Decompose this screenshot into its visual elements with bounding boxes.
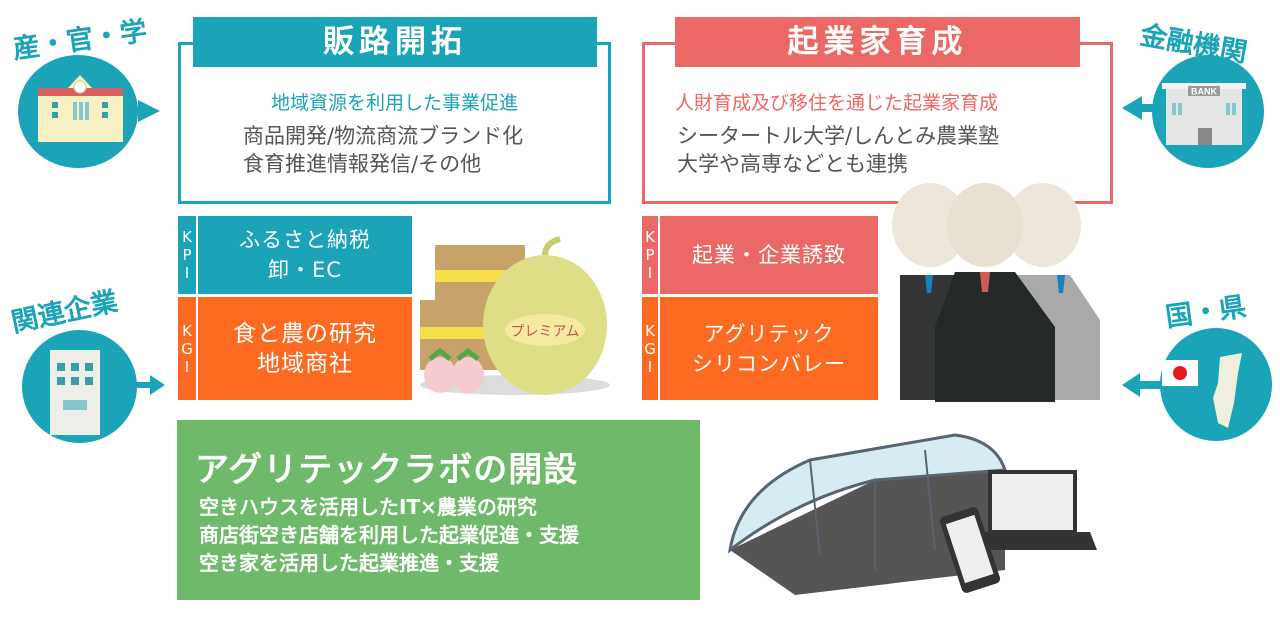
entrepreneur-kgi: アグリテックシリコンバレー [660, 297, 878, 400]
entrepreneur-kgi-line: アグリテック [703, 321, 835, 346]
kpi-letter: K [182, 228, 192, 246]
sales-line: 食育推進情報発信/その他 [243, 152, 482, 176]
sales-line: 商品開発/物流商流ブランド化 [243, 124, 524, 148]
sales-kpi-line: 卸・EC [268, 258, 342, 282]
kgi-letter: I [647, 357, 653, 376]
sales-kgi-line: 食と農の研究 [233, 320, 377, 347]
entrepreneur-line: 大学や高専などとも連携 [677, 152, 908, 176]
businesspeople-illustration [892, 183, 1100, 402]
entrepreneur-line: シータートル大学/しんとみ農業塾 [677, 124, 1000, 148]
lab-line: 空き家を活用した起業推進・支援 [199, 551, 499, 575]
greenhouse-devices-illustration [727, 433, 1097, 595]
sales-kpi: ふるさと納税卸・EC [198, 216, 412, 294]
sales-title: 販路開拓 [193, 17, 597, 67]
lab-details: 空きハウスを活用したIT×農業の研究 商店街空き店舗を利用した起業促進・支援 空… [199, 493, 579, 577]
kpi-letter: I [184, 264, 190, 282]
kgi-letter: K [645, 321, 655, 340]
entrepreneur-title: 起業家育成 [675, 17, 1080, 67]
kgi-letter: I [184, 357, 190, 376]
kpi-letter: K [645, 228, 655, 246]
lab-line: 商店街空き店舗を利用した起業促進・支援 [199, 523, 579, 547]
office-building-icon [50, 350, 165, 435]
sales-subtitle: 地域資源を利用した事業促進 [270, 92, 518, 114]
entrepreneur-subtitle: 人財育成及び移住を通じた起業家育成 [675, 92, 999, 114]
sales-details: 商品開発/物流商流ブランド化 食育推進情報発信/その他 [243, 122, 523, 178]
japan-map-icon [1122, 353, 1242, 428]
entrepreneur-kpi-line: 起業・企業誘致 [692, 243, 846, 267]
kpi-letter: I [647, 264, 653, 282]
lab-title: アグリテックラボの開設 [195, 450, 579, 490]
entrepreneur-kpi: 起業・企業誘致 [660, 216, 878, 294]
kgi-letter: G [181, 339, 193, 358]
kgi-letter: G [644, 339, 656, 358]
kpi-letter: P [182, 246, 192, 264]
sales-kpi-line: ふるさと納税 [239, 228, 371, 252]
kgi-letter: K [182, 321, 192, 340]
agritech-lab-panel: アグリテックラボの開設 空きハウスを活用したIT×農業の研究 商店街空き店舗を利… [177, 420, 700, 600]
sales-kgi: 食と農の研究地域商社 [198, 297, 412, 400]
companies-label: 関連企業 [8, 286, 121, 339]
bank-sign: BANK [1191, 87, 1217, 97]
government-label: 国・県 [1163, 291, 1249, 334]
kpi-letter: P [645, 246, 655, 264]
melon-boxes-illustration: プレミアム [420, 236, 610, 395]
sales-kgi-line: 地域商社 [257, 350, 353, 377]
school-icon [38, 75, 160, 142]
entrepreneur-details: シータートル大学/しんとみ農業塾 大学や高専などとも連携 [677, 122, 999, 178]
lab-line: 空きハウスを活用したIT×農業の研究 [199, 495, 537, 519]
bank-icon: BANK [1122, 83, 1246, 145]
premium-label: プレミアム [510, 324, 579, 340]
entrepreneur-kgi-line: シリコンバレー [692, 351, 846, 376]
